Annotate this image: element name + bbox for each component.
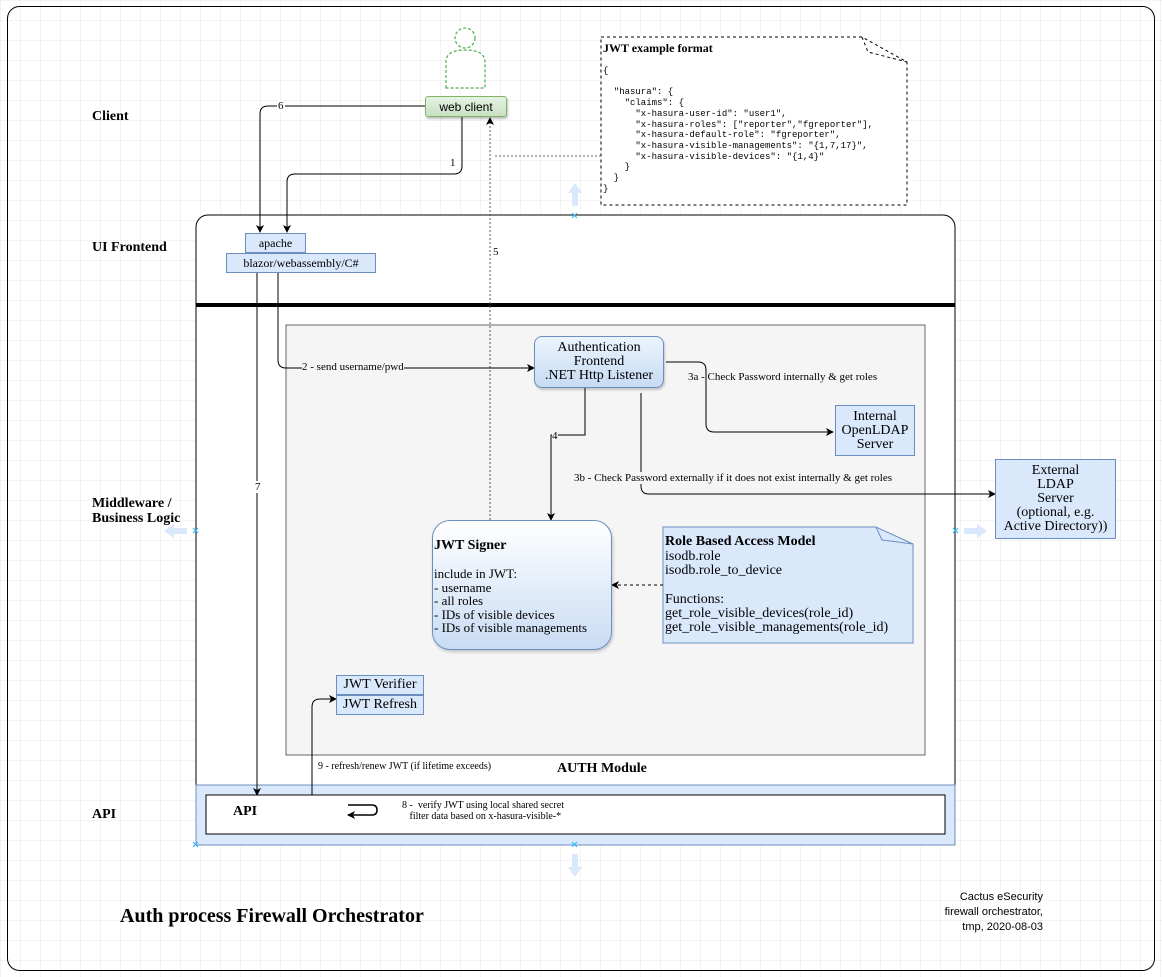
- jwt-example-note: [600, 36, 908, 206]
- api-inner-box: [205, 794, 946, 835]
- api-box-label: API: [233, 804, 258, 819]
- lane-middleware-label: Middleware / Business Logic: [92, 496, 181, 526]
- blazor-label: blazor/webassembly/C#: [243, 255, 359, 270]
- edge-7-label: 7: [255, 481, 261, 493]
- jwt-signer-body: include in JWT: - username - all roles -…: [434, 566, 588, 635]
- web-client-node[interactable]: web client: [425, 96, 507, 117]
- edge-9-label: 9 - refresh/renew JWT (if lifetime excee…: [318, 761, 492, 772]
- edge-8-label: 8 - verify JWT using local shared secret…: [402, 800, 564, 822]
- apache-node[interactable]: apache: [245, 233, 306, 253]
- edge-1-label: 1: [450, 157, 456, 169]
- rbam-note-shape: [662, 526, 914, 644]
- rbam-body: isodb.role isodb.role_to_device Function…: [665, 549, 889, 636]
- auth-module-label: AUTH Module: [557, 761, 647, 776]
- diagram-credits: Cactus eSecurity firewall orchestrator, …: [944, 891, 1043, 933]
- page-frame: [7, 6, 1155, 971]
- diagram-title: Auth process Firewall Orchestrator: [120, 905, 424, 927]
- web-client-label: web client: [439, 99, 493, 114]
- jwt-example-title: JWT example format: [603, 41, 713, 55]
- internal-ldap-node[interactable]: Internal OpenLDAP Server: [835, 405, 915, 456]
- auth-frontend-node[interactable]: Authentication Frontend .NET Http Listen…: [534, 336, 664, 388]
- selection-arrows: [164, 183, 987, 877]
- jwt-signer-node[interactable]: JWT Signer include in JWT: - username - …: [432, 520, 612, 650]
- jwt-signer-title: JWT Signer: [434, 538, 507, 553]
- jwt-refresh-label: JWT Refresh: [343, 697, 417, 712]
- edge-2-label: 2 - send username/pwd: [302, 361, 404, 373]
- auth-frontend-label: Authentication Frontend .NET Http Listen…: [544, 340, 654, 383]
- edge-5-label: 5: [493, 246, 499, 258]
- jwt-example-code: { "hasura": { "claims": { "x-hasura-user…: [603, 66, 874, 194]
- jwt-verifier-node[interactable]: JWT Verifier: [336, 675, 424, 695]
- edge-3b-label: 3b - Check Password externally if it doe…: [574, 472, 893, 484]
- rbam-title: Role Based Access Model: [665, 534, 816, 549]
- internal-ldap-label: Internal OpenLDAP Server: [841, 408, 909, 452]
- external-ldap-node[interactable]: External LDAP Server (optional, e.g. Act…: [995, 459, 1116, 539]
- jwt-refresh-node[interactable]: JWT Refresh: [336, 695, 424, 715]
- lane-ui-frontend-label: UI Frontend: [92, 240, 167, 255]
- lane-api-label: API: [92, 807, 117, 822]
- external-ldap-label: External LDAP Server (optional, e.g. Act…: [1003, 463, 1108, 534]
- rbam-note: Role Based Access Model isodb.role isodb…: [665, 534, 910, 635]
- edge-6-label: 6: [277, 100, 285, 112]
- blazor-node[interactable]: blazor/webassembly/C#: [226, 253, 376, 273]
- user-actor-icon: [445, 27, 486, 89]
- jwt-verifier-label: JWT Verifier: [343, 677, 417, 692]
- edge-4-label: 4: [552, 430, 558, 442]
- apache-label: apache: [258, 235, 293, 250]
- lane-client-label: Client: [92, 109, 129, 124]
- edge-3a-label: 3a - Check Password internally & get rol…: [688, 371, 878, 383]
